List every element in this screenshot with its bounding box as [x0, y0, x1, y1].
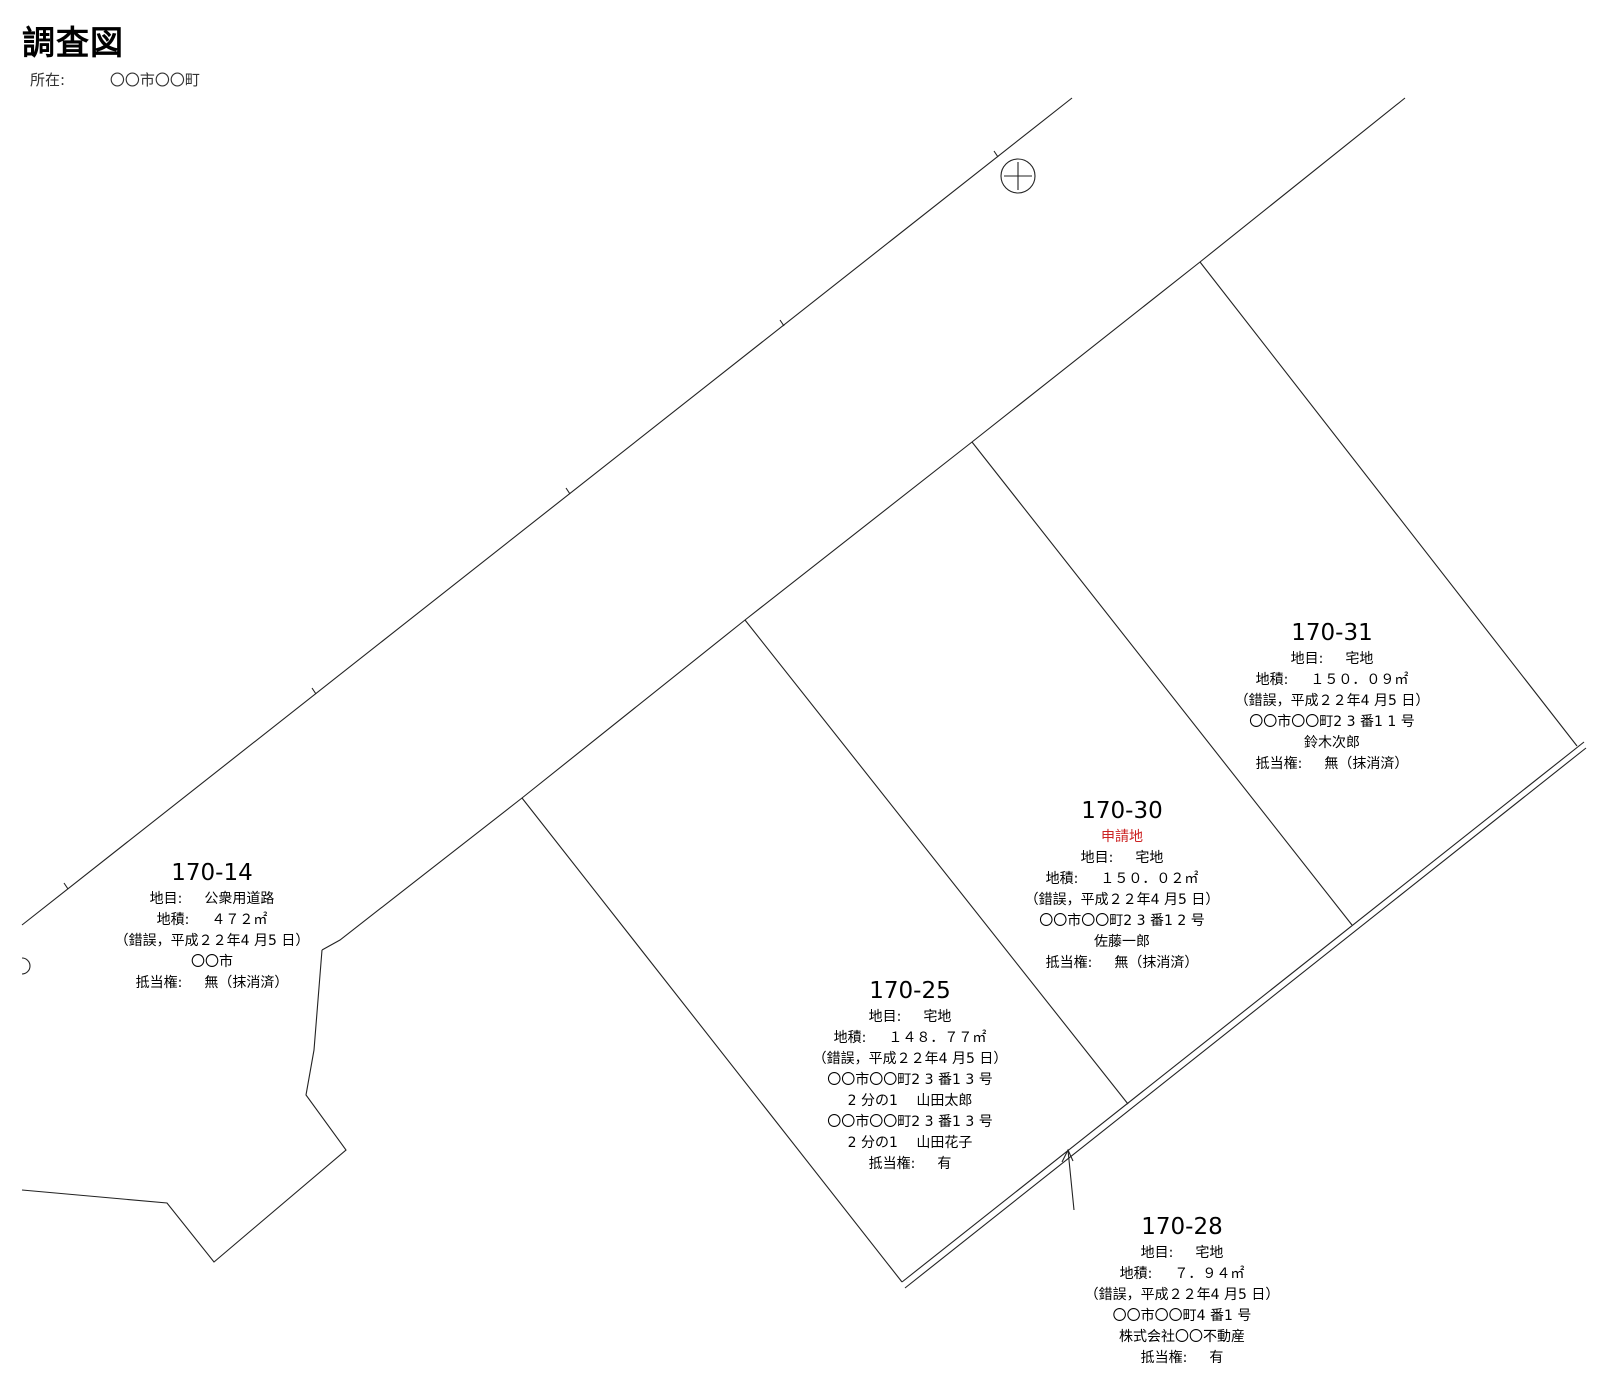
- mortgage-value: 無（抹消済）: [1114, 955, 1199, 971]
- owner-address: 〇〇市〇〇町2 3 番1 1 号: [1249, 714, 1415, 730]
- chimoku-value: 宅地: [1345, 651, 1374, 667]
- owner-address: 〇〇市〇〇町4 番1 号: [1112, 1308, 1252, 1324]
- parcel-170-31: 170-31 地目: 宅地 地積: １５０．０９㎡ （錯誤，平成２２年4 月5 日）…: [1235, 617, 1430, 775]
- mortgage-label: 抵当権:: [1255, 756, 1303, 772]
- chimoku-value: 公衆用道路: [204, 891, 275, 907]
- chimoku-label: 地目:: [149, 891, 183, 907]
- mortgage-value: 無（抹消済）: [1324, 756, 1409, 772]
- correction-note: （錯誤，平成２２年4 月5 日）: [812, 1051, 1008, 1067]
- rear-boundary-line-inner: [904, 747, 1587, 1289]
- location-label: 所在:: [30, 71, 66, 89]
- area-value: ４７２㎡: [211, 912, 268, 928]
- parcel-170-28: 170-28 地目: 宅地 地積: ７．９４㎡ （錯誤，平成２２年4 月5 日） 〇…: [1085, 1211, 1280, 1369]
- area-label: 地積:: [1045, 871, 1079, 887]
- area-value: １４８．７７㎡: [888, 1030, 987, 1046]
- leader-170-28: [1067, 1149, 1075, 1211]
- road-edge-upper: [21, 97, 1073, 926]
- chimoku-value: 宅地: [923, 1009, 952, 1025]
- area-value: １５０．０９㎡: [1310, 672, 1409, 688]
- tick-mark: [779, 319, 785, 327]
- mortgage-label: 抵当権:: [868, 1156, 916, 1172]
- owner-share-name: 2 分の1 山田花子: [847, 1135, 973, 1151]
- partial-symbol-icon: [21, 957, 31, 975]
- boundary-170-25-west: [521, 797, 903, 1283]
- tick-mark: [565, 487, 571, 495]
- parcel-number: 170-14: [171, 860, 253, 886]
- page-title: 調査図: [22, 23, 124, 62]
- chimoku-value: 宅地: [1195, 1245, 1224, 1261]
- area-label: 地積:: [833, 1030, 867, 1046]
- mortgage-value: 有: [937, 1156, 952, 1172]
- parcel-number: 170-31: [1291, 620, 1373, 646]
- benchmark-icon: [1000, 158, 1036, 194]
- tick-mark: [311, 687, 317, 695]
- boundary-170-25-30: [744, 619, 1129, 1105]
- parcel-number: 170-25: [869, 978, 951, 1004]
- parcel-170-25: 170-25 地目: 宅地 地積: １４８．７７㎡ （錯誤，平成２２年4 月5 日）…: [813, 975, 1008, 1175]
- mortgage-label: 抵当権:: [1140, 1350, 1188, 1366]
- area-value: ７．９４㎡: [1174, 1266, 1245, 1282]
- mortgage-value: 無（抹消済）: [204, 975, 289, 991]
- correction-note: （錯誤，平成２２年4 月5 日）: [1024, 892, 1220, 908]
- area-label: 地積:: [1255, 672, 1289, 688]
- owner-name: 佐藤一郎: [1094, 934, 1150, 950]
- chimoku-label: 地目:: [1080, 850, 1114, 866]
- owner-address: 〇〇市〇〇町2 3 番1 3 号: [827, 1072, 993, 1088]
- parcel-number: 170-28: [1141, 1214, 1223, 1240]
- tick-mark: [993, 150, 999, 158]
- correction-note: （錯誤，平成２２年4 月5 日）: [1234, 693, 1430, 709]
- owner-name: 〇〇市: [191, 954, 233, 970]
- mortgage-value: 有: [1209, 1350, 1224, 1366]
- owner-name: 鈴木次郎: [1304, 735, 1360, 751]
- owner-address: 〇〇市〇〇町2 3 番1 2 号: [1039, 913, 1205, 929]
- location-value: 〇〇市〇〇町: [109, 71, 200, 89]
- parcel-170-30: 170-30 申請地 地目: 宅地 地積: １５０．０２㎡ （錯誤，平成２２年4 月…: [1025, 795, 1220, 974]
- owner-name: 株式会社〇〇不動産: [1119, 1329, 1245, 1345]
- chimoku-label: 地目:: [1290, 651, 1324, 667]
- area-label: 地積:: [1119, 1266, 1153, 1282]
- boundary-170-31-east: [1199, 261, 1578, 747]
- location-line: 所在: 〇〇市〇〇町: [30, 69, 200, 90]
- chimoku-value: 宅地: [1135, 850, 1164, 866]
- mortgage-label: 抵当権:: [135, 975, 183, 991]
- boundary-170-30-31: [971, 441, 1353, 926]
- boundary-170-14: [21, 949, 347, 1263]
- correction-note: （錯誤，平成２２年4 月5 日）: [1084, 1287, 1280, 1303]
- chimoku-label: 地目:: [1140, 1245, 1174, 1261]
- application-badge: 申請地: [1101, 829, 1143, 845]
- parcel-170-14: 170-14 地目: 公衆用道路 地積: ４７２㎡ （錯誤，平成２２年4 月5 日）…: [115, 857, 310, 994]
- arrowhead-170-28: [1061, 1148, 1074, 1163]
- owner-share-name: 2 分の1 山田太郎: [847, 1093, 973, 1109]
- mortgage-label: 抵当権:: [1045, 955, 1093, 971]
- tick-mark: [63, 882, 69, 890]
- owner-address: 〇〇市〇〇町2 3 番1 3 号: [827, 1114, 993, 1130]
- rear-boundary-line: [901, 741, 1585, 1283]
- chimoku-label: 地目:: [868, 1009, 902, 1025]
- parcel-number: 170-30: [1081, 798, 1163, 824]
- road-edge-lower: [321, 97, 1406, 951]
- correction-note: （錯誤，平成２２年4 月5 日）: [114, 933, 310, 949]
- area-label: 地積:: [156, 912, 190, 928]
- area-value: １５０．０２㎡: [1100, 871, 1199, 887]
